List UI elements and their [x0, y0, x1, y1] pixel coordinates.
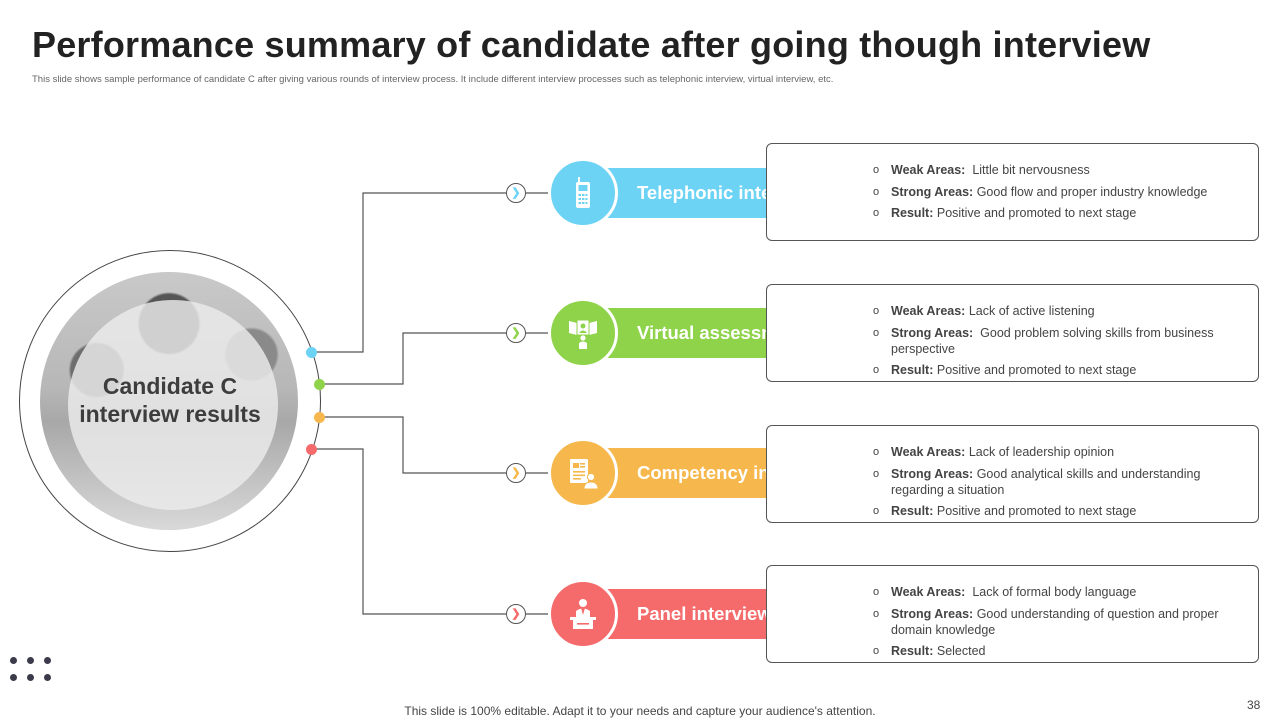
ring-dot-panel — [306, 444, 317, 455]
stage-details-panel: Weak Areas: Lack of formal body language… — [766, 565, 1259, 663]
stage-label-virtual: Virtual assessment — [637, 322, 806, 343]
resume-candidate-icon — [570, 459, 599, 490]
strong-areas-item: Strong Areas: Good analytical skills and… — [873, 466, 1250, 498]
result-item: Result: Positive and promoted to next st… — [873, 362, 1250, 378]
strong-areas-item: Strong Areas: Good understanding of ques… — [873, 606, 1250, 638]
result-item: Result: Selected — [873, 643, 1250, 659]
result-item: Result: Positive and promoted to next st… — [873, 205, 1250, 221]
marker-virtual: ❯ — [506, 323, 526, 343]
slide-title: Performance summary of candidate after g… — [32, 24, 1151, 65]
virtual-presenter-icon — [569, 319, 597, 349]
marker-telephonic: ❯ — [506, 183, 526, 203]
chevron-right-icon: ❯ — [511, 326, 521, 339]
stage-icon-competency — [548, 438, 618, 508]
panel-presenter-icon — [570, 599, 596, 629]
weak-areas-item: Weak Areas: Lack of active listening — [873, 303, 1250, 319]
stage-details-competency: Weak Areas: Lack of leadership opinion S… — [766, 425, 1259, 523]
marker-panel: ❯ — [506, 604, 526, 624]
telephone-icon — [576, 177, 590, 208]
marker-competency: ❯ — [506, 463, 526, 483]
weak-areas-item: Weak Areas: Little bit nervousness — [873, 162, 1250, 178]
strong-areas-item: Strong Areas: Good flow and proper indus… — [873, 184, 1250, 200]
stage-icon-panel — [548, 579, 618, 649]
chevron-right-icon: ❯ — [511, 607, 521, 620]
result-item: Result: Positive and promoted to next st… — [873, 503, 1250, 519]
candidate-label: Candidate C interview results — [79, 373, 261, 427]
connector-panel — [312, 448, 506, 615]
stage-icon-telephonic — [548, 158, 618, 228]
stage-icon-virtual — [548, 298, 618, 368]
stage-details-telephonic: Weak Areas: Little bit nervousness Stron… — [766, 143, 1259, 241]
ring-dot-competency — [314, 412, 325, 423]
footer-note: This slide is 100% editable. Adapt it to… — [404, 704, 876, 718]
candidate-overlay — [68, 300, 278, 510]
weak-areas-item: Weak Areas: Lack of leadership opinion — [873, 444, 1250, 460]
ring-dot-telephonic — [306, 347, 317, 358]
slide-subtitle: This slide shows sample performance of c… — [32, 74, 834, 85]
chevron-right-icon: ❯ — [511, 186, 521, 199]
page-number: 38 — [1247, 698, 1261, 712]
chevron-right-icon: ❯ — [511, 466, 521, 479]
connector-virtual — [320, 332, 506, 385]
stage-details-virtual: Weak Areas: Lack of active listening Str… — [766, 284, 1259, 382]
connector-telephonic — [312, 192, 506, 353]
dots-grid-icon — [8, 656, 56, 684]
stage-label-panel: Panel interview — [637, 603, 772, 624]
connector-competency — [320, 416, 506, 474]
strong-areas-item: Strong Areas: Good problem solving skill… — [873, 325, 1250, 357]
weak-areas-item: Weak Areas: Lack of formal body language — [873, 584, 1250, 600]
ring-dot-virtual — [314, 379, 325, 390]
